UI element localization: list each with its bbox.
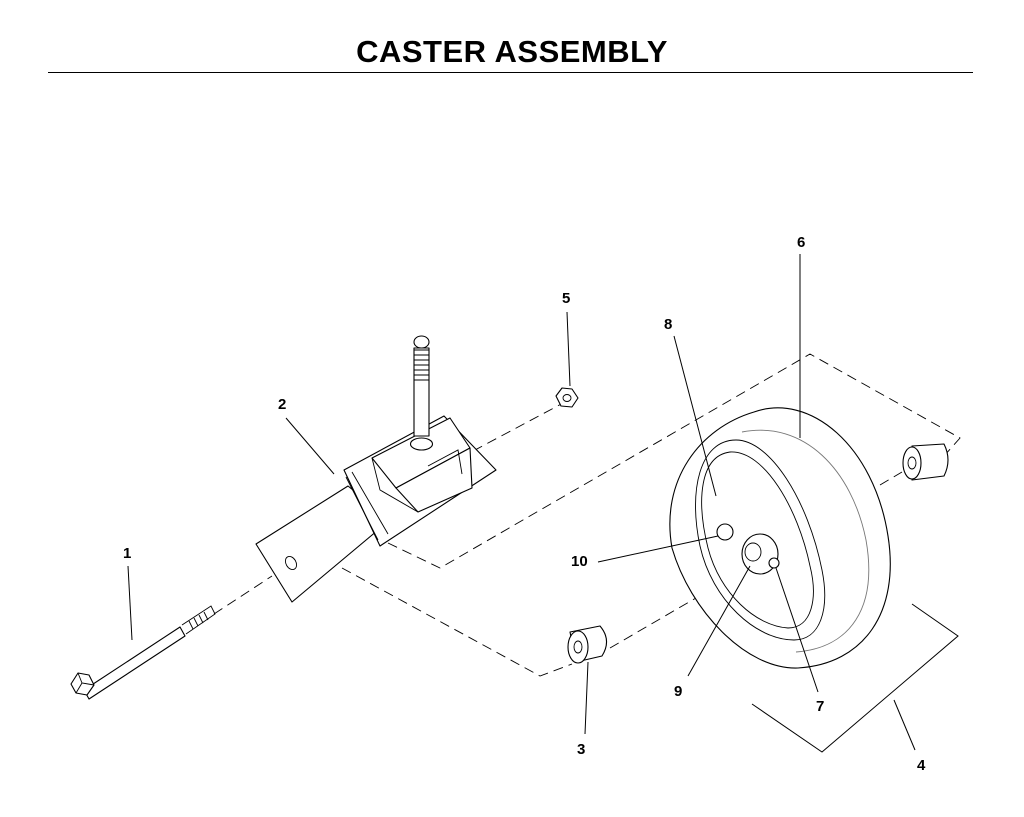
callout-wheel-assembly: 4 xyxy=(917,757,926,774)
callout-fitting: 7 xyxy=(816,698,824,715)
callout-tire: 6 xyxy=(797,234,805,251)
axle-spacer-upper xyxy=(902,443,949,481)
callout-yoke: 2 xyxy=(278,396,286,413)
axle-spacer-lower xyxy=(567,625,608,664)
callout-rim: 8 xyxy=(664,316,672,333)
callout-nut: 5 xyxy=(562,290,570,307)
leader-lines xyxy=(127,254,916,751)
callout-bolt: 1 xyxy=(123,545,131,562)
callout-grease-zerk: 10 xyxy=(571,553,588,570)
callout-bearing: 9 xyxy=(674,683,682,700)
bolt xyxy=(70,605,216,700)
wheel-assembly-bracket xyxy=(751,603,959,753)
wheel xyxy=(669,407,891,669)
callout-spacer: 3 xyxy=(577,741,585,758)
hex-nut xyxy=(555,387,579,408)
title-rule xyxy=(48,72,973,73)
caster-yoke xyxy=(255,335,497,603)
page-title: CASTER ASSEMBLY xyxy=(356,34,668,69)
